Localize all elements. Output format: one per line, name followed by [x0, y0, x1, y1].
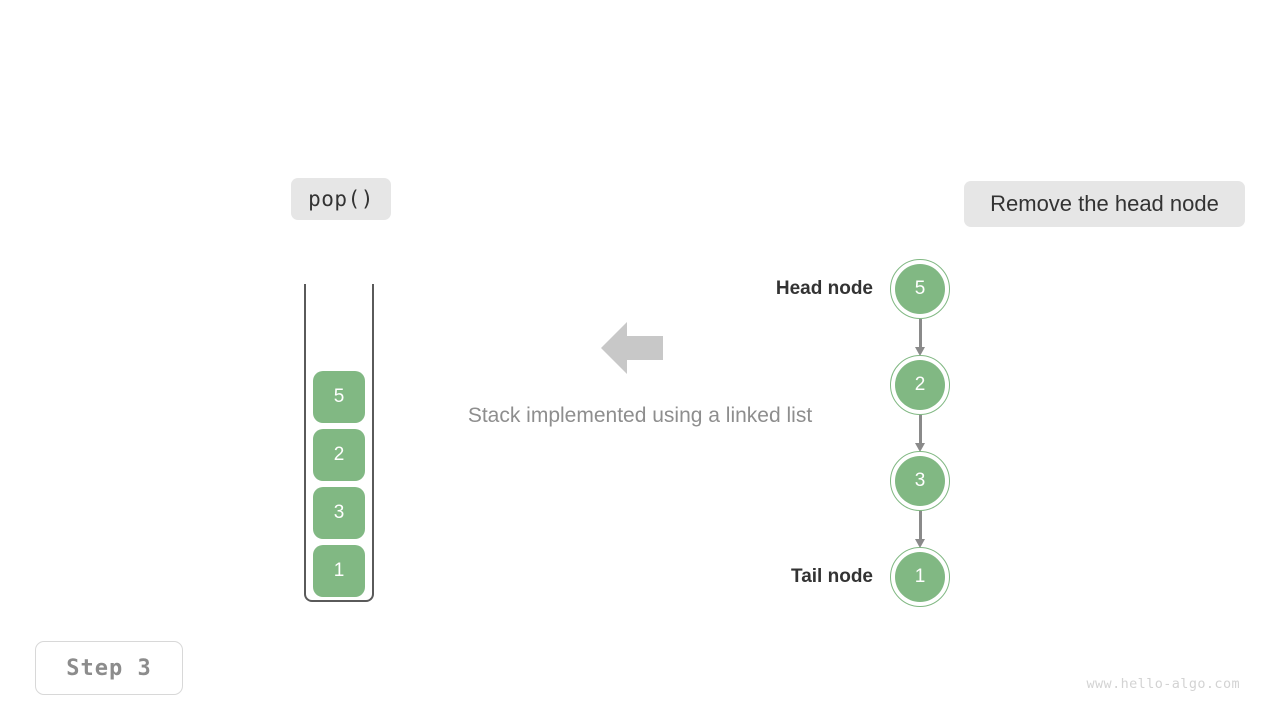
arrow-left-icon — [601, 320, 663, 376]
list-connector-arrow — [914, 319, 925, 356]
step-indicator: Step 3 — [35, 641, 183, 695]
list-node-head: 5 — [890, 259, 950, 319]
tail-node-label: Tail node — [791, 566, 873, 587]
action-badge-label: Remove the head node — [990, 191, 1219, 216]
stack-cell-value: 5 — [333, 386, 345, 407]
watermark: www.hello-algo.com — [1086, 676, 1240, 692]
list-node-value: 5 — [914, 278, 926, 299]
stack-container: 5 2 3 1 — [304, 284, 374, 602]
list-node-disc: 2 — [895, 360, 945, 410]
list-node: 3 — [890, 451, 950, 511]
stack-cell: 1 — [313, 545, 365, 597]
step-indicator-label: Step 3 — [66, 655, 152, 681]
action-badge: Remove the head node — [964, 181, 1245, 227]
list-node-disc: 5 — [895, 264, 945, 314]
list-connector-arrow — [914, 415, 925, 452]
list-node-value: 3 — [914, 470, 926, 491]
head-node-label: Head node — [775, 278, 873, 299]
stack-cell: 5 — [313, 371, 365, 423]
operation-badge-label: pop() — [308, 187, 374, 211]
operation-badge: pop() — [291, 178, 391, 220]
stack-cell: 3 — [313, 487, 365, 539]
list-node-tail: 1 — [890, 547, 950, 607]
list-node-value: 1 — [914, 566, 926, 587]
list-node-disc: 1 — [895, 552, 945, 602]
stack-cell: 2 — [313, 429, 365, 481]
stack-cell-value: 1 — [333, 560, 345, 581]
stack-cell-value: 2 — [333, 444, 345, 465]
list-node: 2 — [890, 355, 950, 415]
stack-cell-list: 5 2 3 1 — [306, 365, 372, 597]
list-connector-arrow — [914, 511, 925, 548]
list-node-disc: 3 — [895, 456, 945, 506]
caption-text: Stack implemented using a linked list — [467, 404, 813, 427]
list-node-value: 2 — [914, 374, 926, 395]
stack-cell-value: 3 — [333, 502, 345, 523]
